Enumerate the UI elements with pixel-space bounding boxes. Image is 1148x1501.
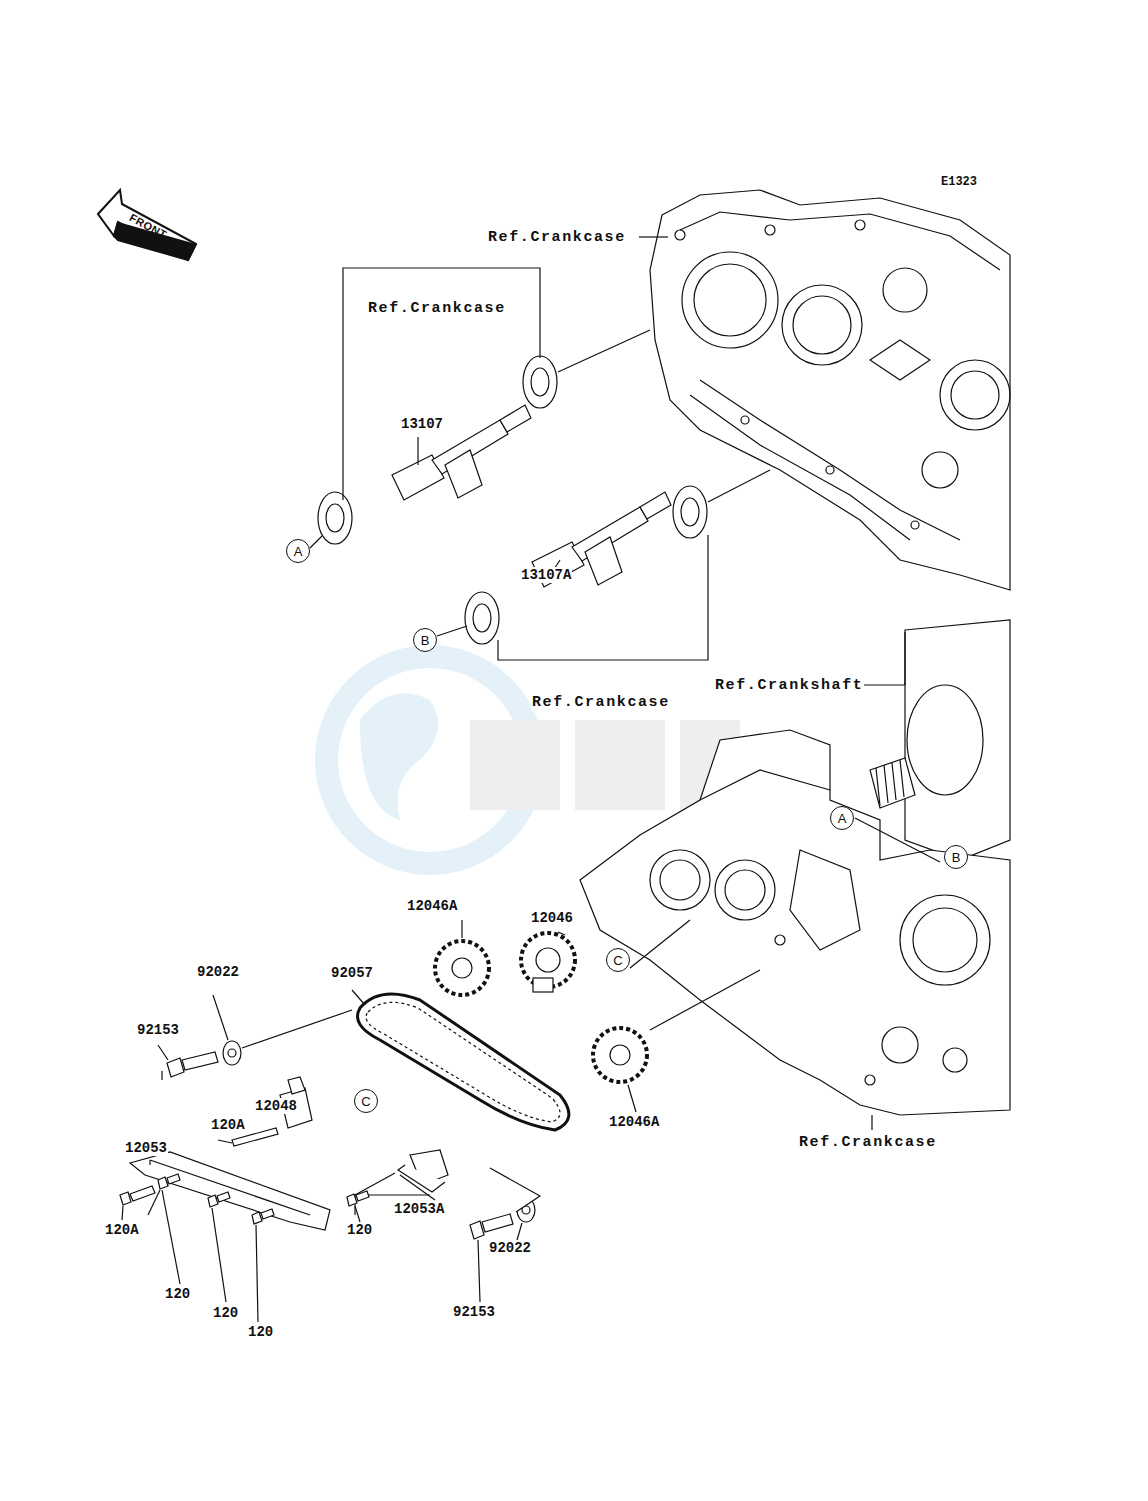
callout-number: 120A [210,1117,246,1133]
callout-number: 92153 [452,1304,496,1320]
callout-number: 120A [104,1222,140,1238]
crankcase-upper [650,190,1010,590]
crankshaft [860,620,1010,860]
callout-number: 13107 [400,416,444,432]
reference-letter: A [838,811,847,826]
reference-letter: B [952,850,961,865]
callout-number: 92022 [196,964,240,980]
reference-label: Ref.Crankcase [367,300,507,317]
reference-circle: B [413,628,437,652]
reference-letter: C [613,953,622,968]
direction-arrow: FRONT [96,188,200,264]
chain-tensioner [232,1077,312,1146]
crankcase-lower [580,730,1010,1130]
reference-circle: C [606,948,630,972]
balancer-shaft [392,405,671,587]
chain-guide [130,1150,448,1230]
reference-label: Ref.Crankcase [531,694,671,711]
bolts [120,995,540,1322]
callout-number: 12046 [530,910,574,926]
callout-number: 120 [247,1324,274,1340]
callout-number: 12053A [393,1201,445,1217]
reference-circle: C [354,1089,378,1113]
reference-circle: A [286,539,310,563]
reference-letter: A [294,544,303,559]
callout-number: 12053 [124,1140,168,1156]
leader-lines [310,237,770,660]
reference-circle: B [944,845,968,869]
reference-label: Ref.Crankcase [487,229,627,246]
callout-number: 12046A [608,1114,660,1130]
reference-circle: A [830,806,854,830]
reference-label: Ref.Crankcase [798,1134,938,1151]
callout-number: 120 [212,1305,239,1321]
cam-chain [352,990,569,1130]
callout-number: 120 [346,1222,373,1238]
callout-number: 13107A [520,567,572,583]
reference-label: Ref.Crankshaft [714,677,864,694]
bearings [318,356,707,644]
reference-letter: C [361,1094,370,1109]
callout-number: 12048 [254,1098,298,1114]
callout-number: 92022 [488,1240,532,1256]
callout-number: 92153 [136,1022,180,1038]
drawing-code: E1323 [940,176,978,190]
callout-number: 120 [164,1286,191,1302]
reference-letter: B [421,633,430,648]
callout-number: 92057 [330,965,374,981]
callout-number: 12046A [406,898,458,914]
